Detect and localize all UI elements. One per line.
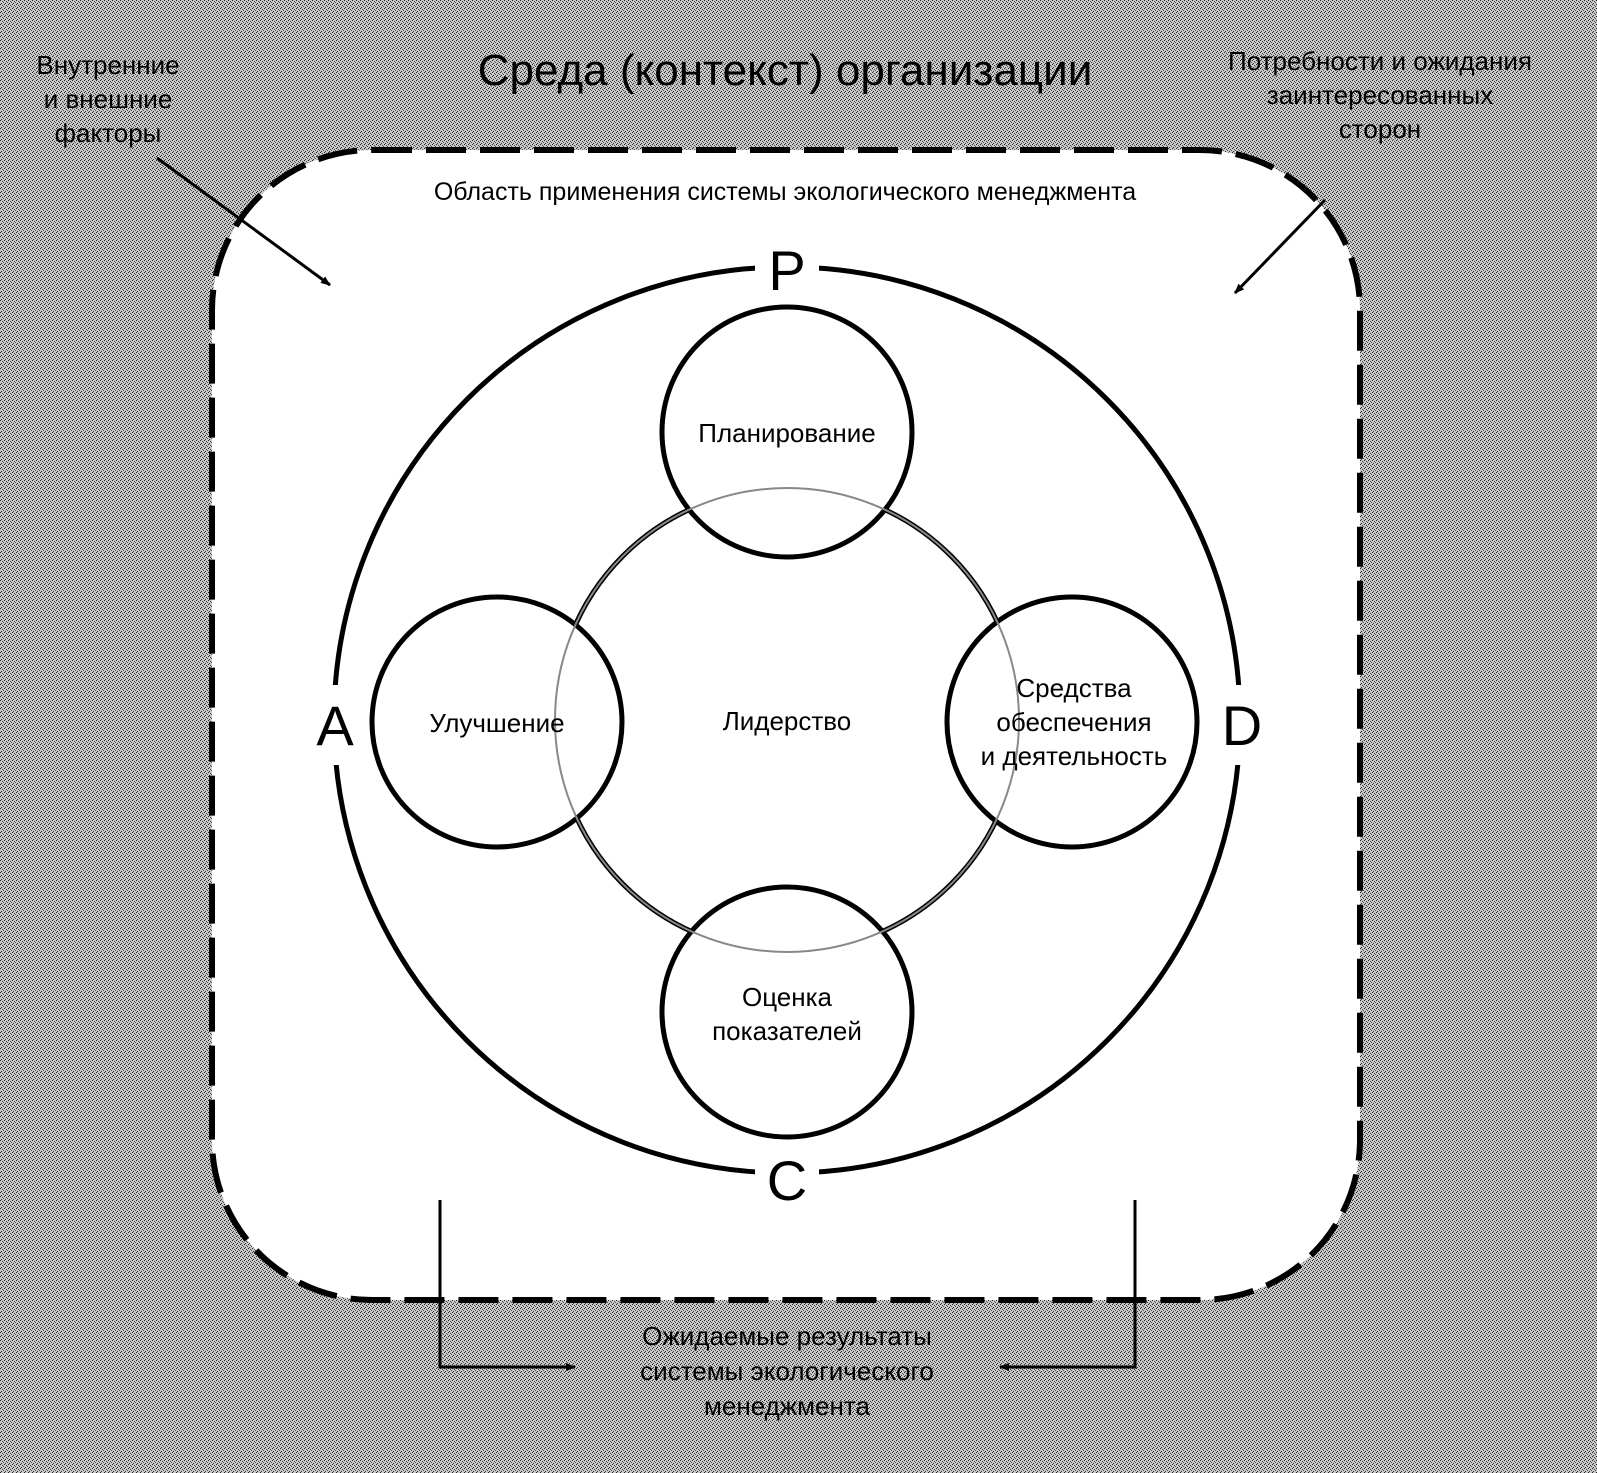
left-note-line: и внешние — [44, 84, 173, 114]
evaluation-circle — [659, 884, 915, 1140]
leadership-overlap — [554, 487, 1020, 953]
right-note-line: Потребности и ожидания — [1228, 46, 1532, 76]
support-label: и деятельность — [981, 741, 1168, 771]
arrow-outcome-left — [438, 1200, 576, 1371]
support-label: обеспечения — [996, 707, 1151, 737]
outcomes-line: системы экологического — [640, 1356, 934, 1386]
scope-label: Область применения системы экологическог… — [434, 178, 1136, 206]
pdca-p: P — [768, 239, 805, 302]
title: Среда (контекст) организации — [478, 46, 1093, 95]
outcomes-label: Ожидаемые результаты системы экологическ… — [640, 1321, 934, 1421]
right-note-line: заинтересованных — [1267, 80, 1493, 110]
right-note-line: сторон — [1339, 114, 1421, 144]
arrow-right-in — [1233, 198, 1327, 295]
pdca-c: C — [767, 1149, 807, 1212]
planning-circle — [659, 304, 915, 560]
evaluation-label: Оценка — [742, 982, 833, 1012]
left-note-line: Внутренние — [36, 50, 179, 80]
support-label: Средства — [1016, 673, 1132, 703]
left-note: Внутренние и внешние факторы — [36, 50, 179, 148]
arrow-left-in — [156, 156, 331, 287]
planning-label: Планирование — [698, 418, 875, 448]
improvement-circle — [369, 594, 625, 850]
improvement-label: Улучшение — [429, 708, 564, 738]
arrow-outcome-right — [999, 1200, 1137, 1371]
right-note: Потребности и ожидания заинтересованных … — [1228, 46, 1532, 144]
pdca-d: D — [1222, 694, 1262, 757]
pdca-a: A — [316, 694, 354, 757]
evaluation-label: показателей — [712, 1016, 862, 1046]
left-note-line: факторы — [55, 118, 162, 148]
outcomes-line: менеджмента — [704, 1391, 870, 1421]
outcomes-line: Ожидаемые результаты — [642, 1321, 932, 1351]
scope-boundary — [209, 147, 1363, 1303]
leadership-label: Лидерство — [723, 706, 852, 736]
